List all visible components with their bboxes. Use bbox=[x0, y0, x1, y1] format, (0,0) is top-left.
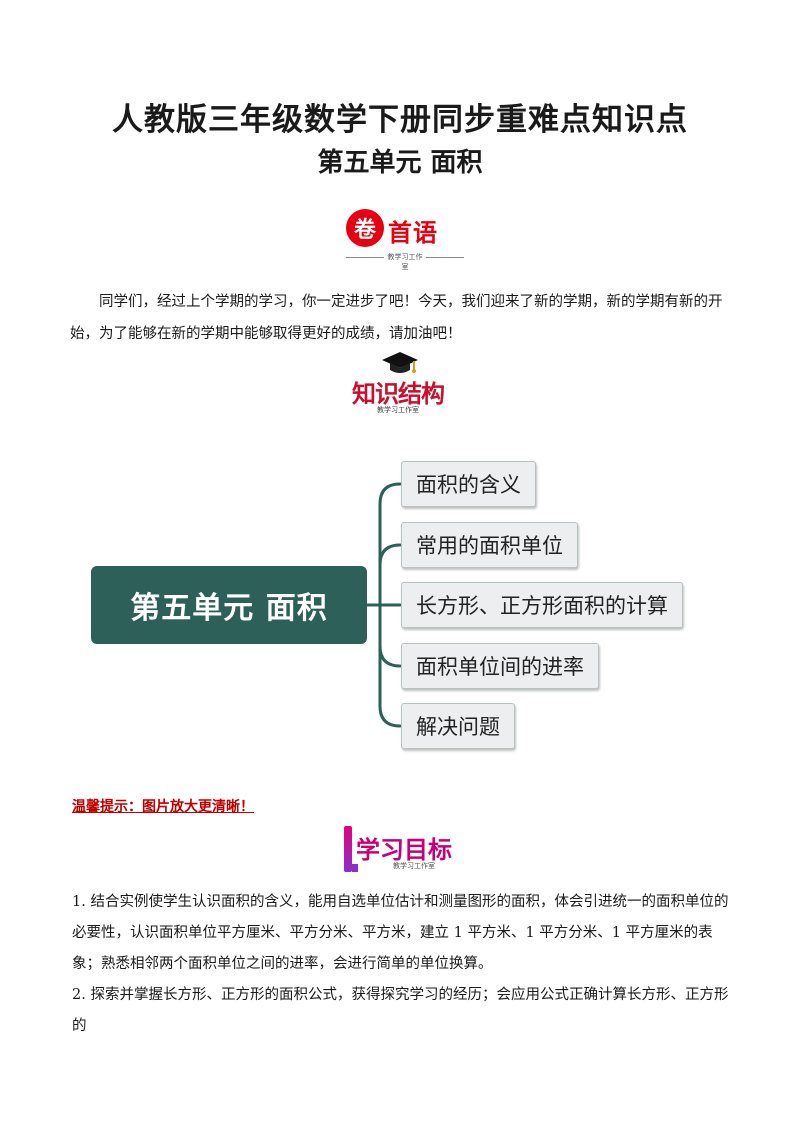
preface-badge-line-left bbox=[346, 257, 384, 258]
mindmap-branch: 常用的面积单位 bbox=[401, 522, 578, 568]
goal-badge-tag: 教学习工作室 bbox=[393, 862, 435, 870]
preface-badge-circle: 卷 bbox=[346, 209, 384, 247]
preface-badge: 卷 首语 教学习工作室 bbox=[340, 206, 470, 271]
mindmap-branch: 长方形、正方形面积的计算 bbox=[401, 582, 683, 628]
goal-badge: 学习目标 教学习工作室 bbox=[344, 826, 464, 876]
goal-badge-bar-foot bbox=[352, 864, 358, 872]
mindmap-branch: 解决问题 bbox=[401, 703, 515, 749]
graduation-cap-icon bbox=[382, 352, 418, 373]
goal-item-2: 2. 探索并掌握长方形、正方形的面积公式，获得探究学习的经历；会应用公式正确计算… bbox=[72, 987, 729, 1034]
preface-badge-tag: 教学习工作室 bbox=[387, 253, 423, 271]
intro-paragraph: 同学们，经过上个学期的学习，你一定进步了吧！今天，我们迎来了新的学期，新的学期有… bbox=[70, 294, 723, 342]
knowledge-mindmap: 第五单元 面积 面积的含义 常用的面积单位 长方形、正方形面积的计算 面积单位间… bbox=[0, 440, 800, 770]
page-subtitle: 第五单元 面积 bbox=[317, 148, 483, 178]
structure-badge-tag: 教学习工作室 bbox=[377, 406, 419, 414]
zoom-tip: 温馨提示：图片放大更清晰！ bbox=[72, 799, 254, 815]
mindmap-connectors bbox=[365, 482, 402, 728]
structure-badge: 知识结构 教学习工作室 bbox=[350, 350, 450, 418]
goal-badge-bar bbox=[344, 826, 352, 872]
preface-badge-line-right bbox=[426, 257, 464, 258]
goal-item-1: 1. 结合实例使学生认识面积的含义，能用自选单位估计和测量图形的面积，体会引进统… bbox=[72, 894, 729, 972]
structure-badge-text: 知识结构 bbox=[352, 380, 445, 408]
preface-badge-text: 首语 bbox=[388, 219, 438, 247]
page-title: 人教版三年级数学下册同步重难点知识点 bbox=[112, 102, 688, 138]
mindmap-root: 第五单元 面积 bbox=[91, 566, 367, 644]
mindmap-branch: 面积单位间的进率 bbox=[401, 643, 599, 689]
mindmap-branch: 面积的含义 bbox=[401, 461, 536, 507]
goal-badge-text: 学习目标 bbox=[356, 836, 452, 864]
